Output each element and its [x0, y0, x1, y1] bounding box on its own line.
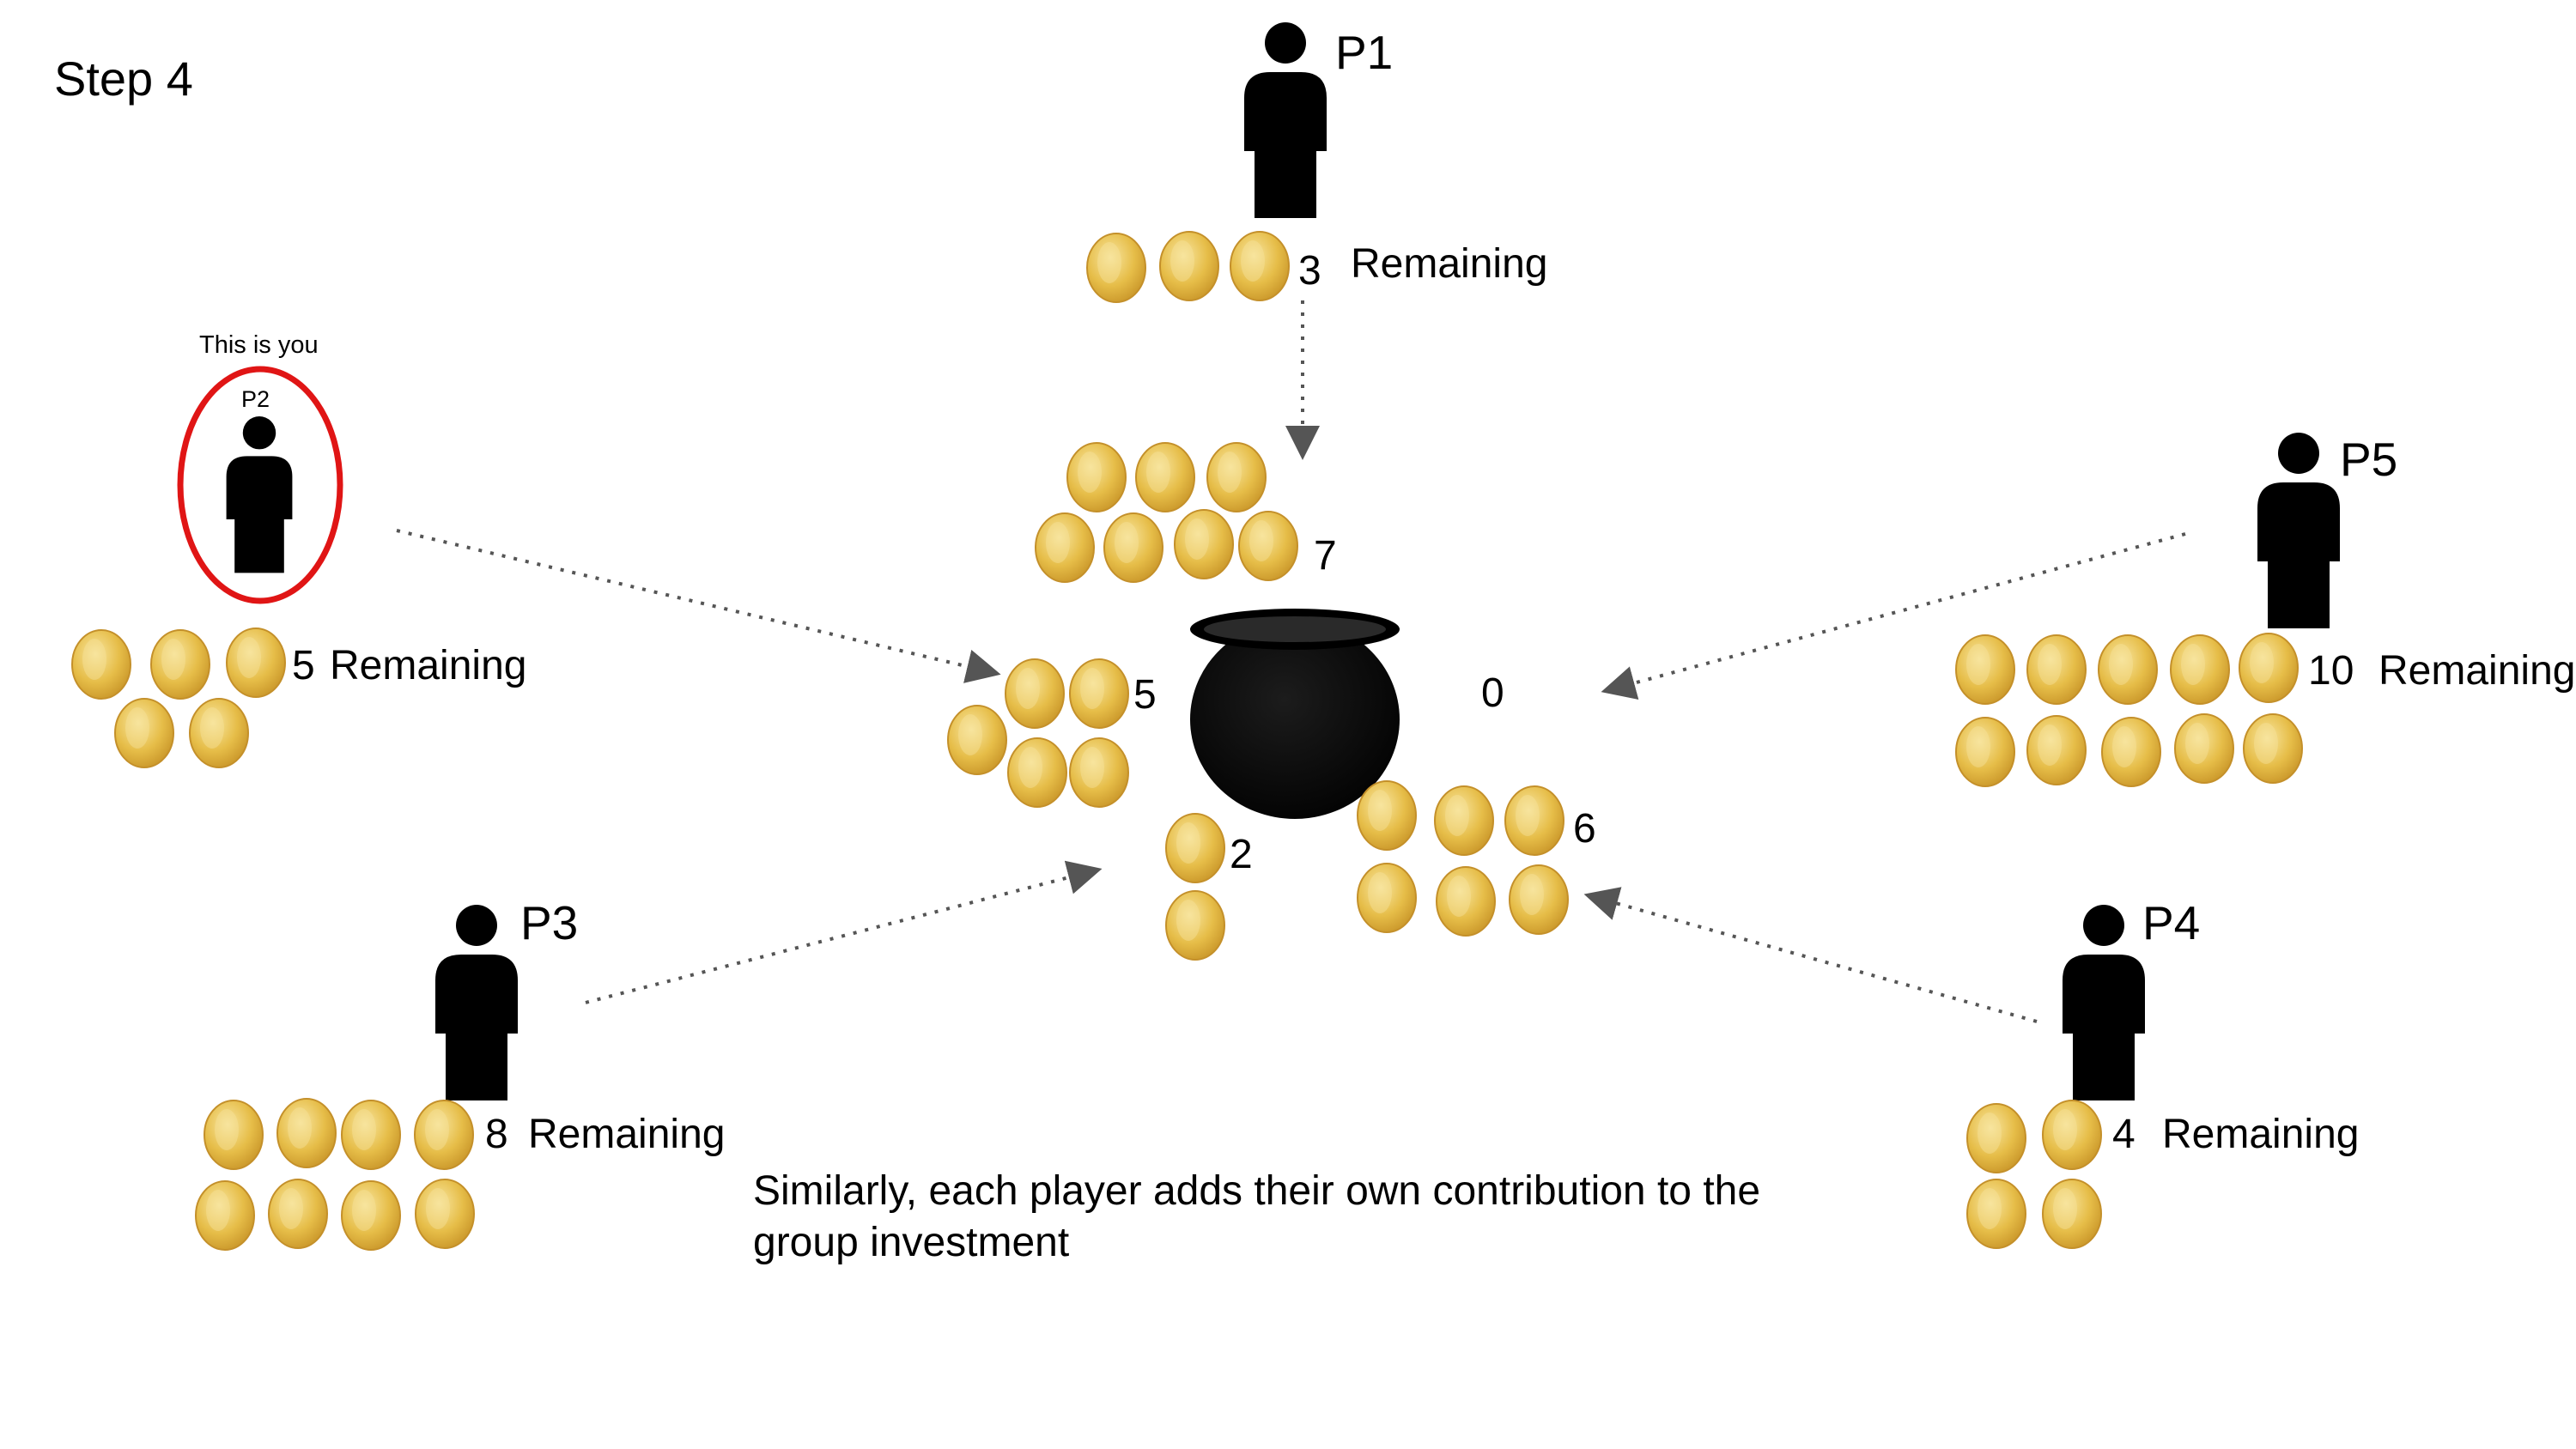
remaining-word-p3: Remaining — [528, 1112, 726, 1157]
coin-icon — [1238, 511, 1298, 581]
coin-icon — [1206, 442, 1267, 512]
coins-contribution-p3 — [1165, 813, 1225, 961]
contribution-count-p5: 0 — [1481, 670, 1504, 716]
contribution-count-p2: 5 — [1133, 672, 1157, 718]
coin-icon — [1357, 780, 1417, 851]
you-highlight-ring — [177, 366, 343, 604]
remaining-word-p4: Remaining — [2162, 1112, 2360, 1157]
person-icon-p2 — [226, 416, 293, 573]
person-icon-p5 — [2257, 433, 2340, 628]
coin-icon — [1955, 634, 2015, 705]
coin-icon — [1165, 813, 1225, 883]
remaining-word-p5: Remaining — [2379, 648, 2576, 694]
coin-icon — [189, 698, 249, 768]
coin-icon — [2042, 1179, 2102, 1249]
coin-icon — [1103, 512, 1163, 583]
coin-icon — [1357, 863, 1417, 933]
coin-icon — [1035, 512, 1095, 583]
coins-remaining-p2 — [71, 627, 286, 768]
coin-icon — [1165, 890, 1225, 961]
remaining-count-p1: 3 — [1298, 248, 1321, 294]
coin-icon — [150, 629, 210, 700]
player-label-p4: P4 — [2142, 896, 2201, 949]
coin-icon — [2174, 713, 2234, 784]
arrow-p3-to-pot — [585, 860, 1103, 1004]
coin-icon — [2243, 713, 2303, 784]
coin-icon — [415, 1179, 475, 1249]
coin-icon — [1174, 509, 1234, 579]
coin-icon — [2239, 633, 2299, 703]
coin-icon — [71, 629, 131, 700]
coin-icon — [2026, 715, 2087, 785]
coin-icon — [1159, 231, 1219, 301]
coin-icon — [114, 698, 174, 768]
step-title: Step 4 — [54, 52, 193, 106]
coin-icon — [2026, 634, 2087, 705]
coin-icon — [1230, 231, 1290, 301]
player-label-p2: P2 — [241, 386, 270, 412]
coins-layer — [71, 231, 2303, 1251]
player-label-p1: P1 — [1335, 26, 1394, 79]
pot-icon — [1190, 609, 1400, 819]
remaining-word-p1: Remaining — [1351, 241, 1548, 287]
remaining-count-p2: 5 — [292, 643, 315, 688]
you-label: This is you — [199, 331, 319, 359]
person-icon-p1 — [1244, 22, 1327, 218]
coin-icon — [947, 705, 1007, 775]
coins-remaining-p5 — [1955, 633, 2303, 787]
coin-icon — [2098, 634, 2158, 705]
remaining-count-p4: 4 — [2112, 1112, 2136, 1157]
contribution-count-p1: 7 — [1314, 533, 1337, 579]
coin-icon — [1509, 864, 1569, 935]
arrow-p5-to-pot — [1601, 532, 2186, 700]
coin-icon — [276, 1098, 337, 1168]
contribution-arrows — [396, 300, 2186, 1023]
coin-icon — [2101, 717, 2161, 787]
coins-remaining-p1 — [1086, 231, 1290, 303]
contribution-count-p4: 6 — [1573, 806, 1596, 852]
coin-icon — [2042, 1100, 2102, 1170]
coin-icon — [1434, 785, 1494, 856]
person-icon-p3 — [435, 905, 518, 1100]
caption-text: Similarly, each player adds their own co… — [753, 1168, 1761, 1265]
contribution-count-p3: 2 — [1230, 832, 1253, 877]
coins-contribution-p1 — [1035, 442, 1298, 583]
remaining-count-p3: 8 — [485, 1112, 508, 1157]
coin-icon — [1966, 1103, 2026, 1173]
person-icon-p4 — [2063, 905, 2145, 1100]
coin-icon — [226, 627, 286, 698]
coin-icon — [341, 1100, 401, 1170]
coins-contribution-p4 — [1357, 780, 1569, 937]
coin-icon — [414, 1100, 474, 1170]
arrow-p4-to-pot — [1583, 887, 2038, 1023]
coin-icon — [1005, 658, 1065, 729]
arrow-p2-to-pot — [396, 529, 1001, 683]
coin-icon — [1066, 442, 1127, 512]
coins-remaining-p3 — [195, 1098, 475, 1251]
player-label-p3: P3 — [520, 896, 579, 949]
coin-icon — [1504, 785, 1564, 856]
coin-icon — [341, 1180, 401, 1251]
people-layer — [226, 22, 2340, 1100]
player-label-p5: P5 — [2340, 433, 2398, 486]
coin-icon — [204, 1100, 264, 1170]
coin-icon — [1966, 1179, 2026, 1249]
coin-icon — [1007, 737, 1067, 808]
coin-icon — [1436, 866, 1496, 937]
coin-icon — [2170, 634, 2230, 705]
remaining-count-p5: 10 — [2308, 648, 2354, 694]
coin-icon — [1069, 737, 1129, 808]
coin-icon — [1069, 658, 1129, 729]
coins-remaining-p4 — [1966, 1100, 2102, 1249]
remaining-word-p2: Remaining — [330, 643, 527, 688]
coin-icon — [195, 1180, 255, 1251]
coins-contribution-p2 — [947, 658, 1129, 808]
coin-icon — [1135, 442, 1195, 512]
coin-icon — [1086, 233, 1146, 303]
coin-icon — [1955, 717, 2015, 787]
coin-icon — [268, 1179, 328, 1249]
